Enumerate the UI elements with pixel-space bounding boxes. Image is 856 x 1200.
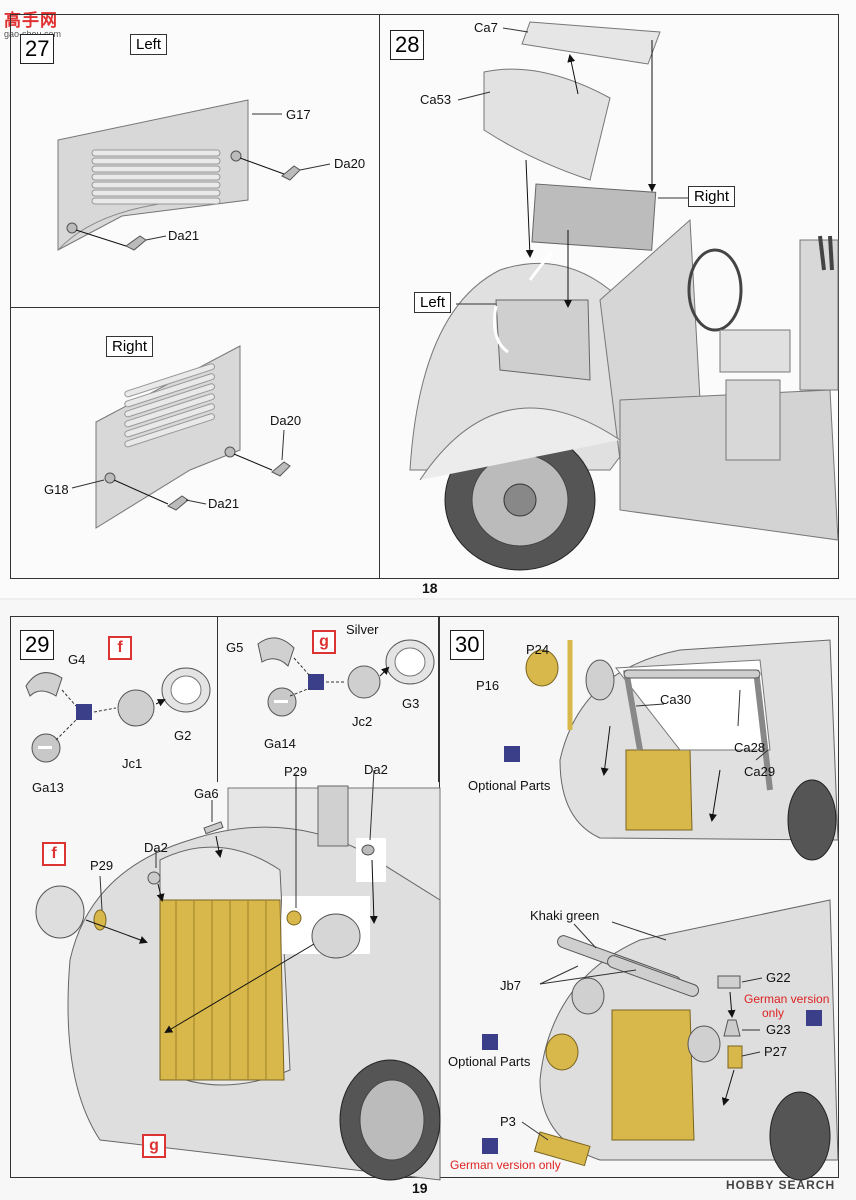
part-label-g2: G2 [174,728,192,743]
step28-right-label: Right [688,186,736,207]
part-label-da20-right: Da20 [270,413,302,428]
part-label-p16: P16 [476,678,500,693]
part-label-da21: Da21 [168,228,200,243]
part-label-ca53: Ca53 [420,92,452,107]
khaki-green-label: Khaki green [530,908,600,923]
step29-number: 29 [20,630,55,660]
part-label-p29-b: P29 [90,858,114,873]
german-only-label: only [762,1006,785,1020]
step30-number: 30 [450,630,485,660]
part-label-jc1: Jc1 [122,756,143,771]
part-label-ga13: Ga13 [32,780,64,795]
part-label-da21-right: Da21 [208,496,240,511]
german-version-label: German version [744,992,830,1006]
truck-front-step29 [35,769,441,1181]
part-label-ca29: Ca29 [744,764,776,779]
paint-code-g-1: g [312,630,336,654]
bottom-illustrations [25,637,839,1181]
part-label-p24: P24 [526,642,550,657]
part-label-jc2: Jc2 [352,714,373,729]
step27-number: 27 [20,34,55,64]
step28-number: 28 [390,30,425,60]
part-label-da2: Da2 [364,762,388,777]
part-label-ca7: Ca7 [474,20,498,35]
headlight-parts-a [25,667,211,763]
part-label-g4: G4 [68,652,86,667]
grille-panel-right [71,345,291,529]
silver-label: Silver [346,622,379,637]
top-illustrations [57,21,839,571]
optional-parts-label-2: Optional Parts [448,1054,531,1069]
part-label-da20: Da20 [334,156,366,171]
truck-front-step30-bottom [482,899,839,1181]
part-label-p3: P3 [500,1114,516,1129]
truck-front-step30-top [504,639,839,861]
part-label-ga14: Ga14 [264,736,296,751]
step27-left-label: Left [130,34,168,55]
part-label-g5: G5 [226,640,244,655]
watermark-chars: 高手网 [4,11,58,30]
part-label-ca28: Ca28 [734,740,766,755]
paint-code-f-2: f [42,842,66,866]
paint-code-f-1: f [108,636,132,660]
part-label-p29: P29 [284,764,308,779]
page-number-19: 19 [412,1180,428,1196]
part-label-g22: G22 [766,970,791,985]
page-18: 高手网 gao-shou.com [0,0,856,598]
part-label-da2-b: Da2 [144,840,168,855]
german-version-only-label: German version only [450,1158,561,1172]
headlight-parts-b [257,637,435,717]
part-label-g23: G23 [766,1022,791,1037]
part-label-ga6: Ga6 [194,786,219,801]
paint-code-g-2: g [142,1134,166,1158]
part-label-jb7: Jb7 [500,978,521,993]
part-label-g3: G3 [402,696,420,711]
optional-parts-label: Optional Parts [468,778,551,793]
watermark-hobby-search: HOBBY SEARCH [726,1178,836,1192]
page-19: 29 f g Silver G4 Ga13 Jc1 G2 G5 Ga14 Jc2… [0,600,856,1200]
page-number-18: 18 [422,580,438,596]
part-label-g18: G18 [44,482,69,497]
truck-cab-illustration [409,21,839,571]
grille-panel-left [57,99,331,251]
part-label-g17: G17 [286,107,311,122]
step28-left-label: Left [414,292,452,313]
part-label-p27: P27 [764,1044,788,1059]
step27-right-label: Right [106,336,154,357]
part-label-ca30: Ca30 [660,692,692,707]
